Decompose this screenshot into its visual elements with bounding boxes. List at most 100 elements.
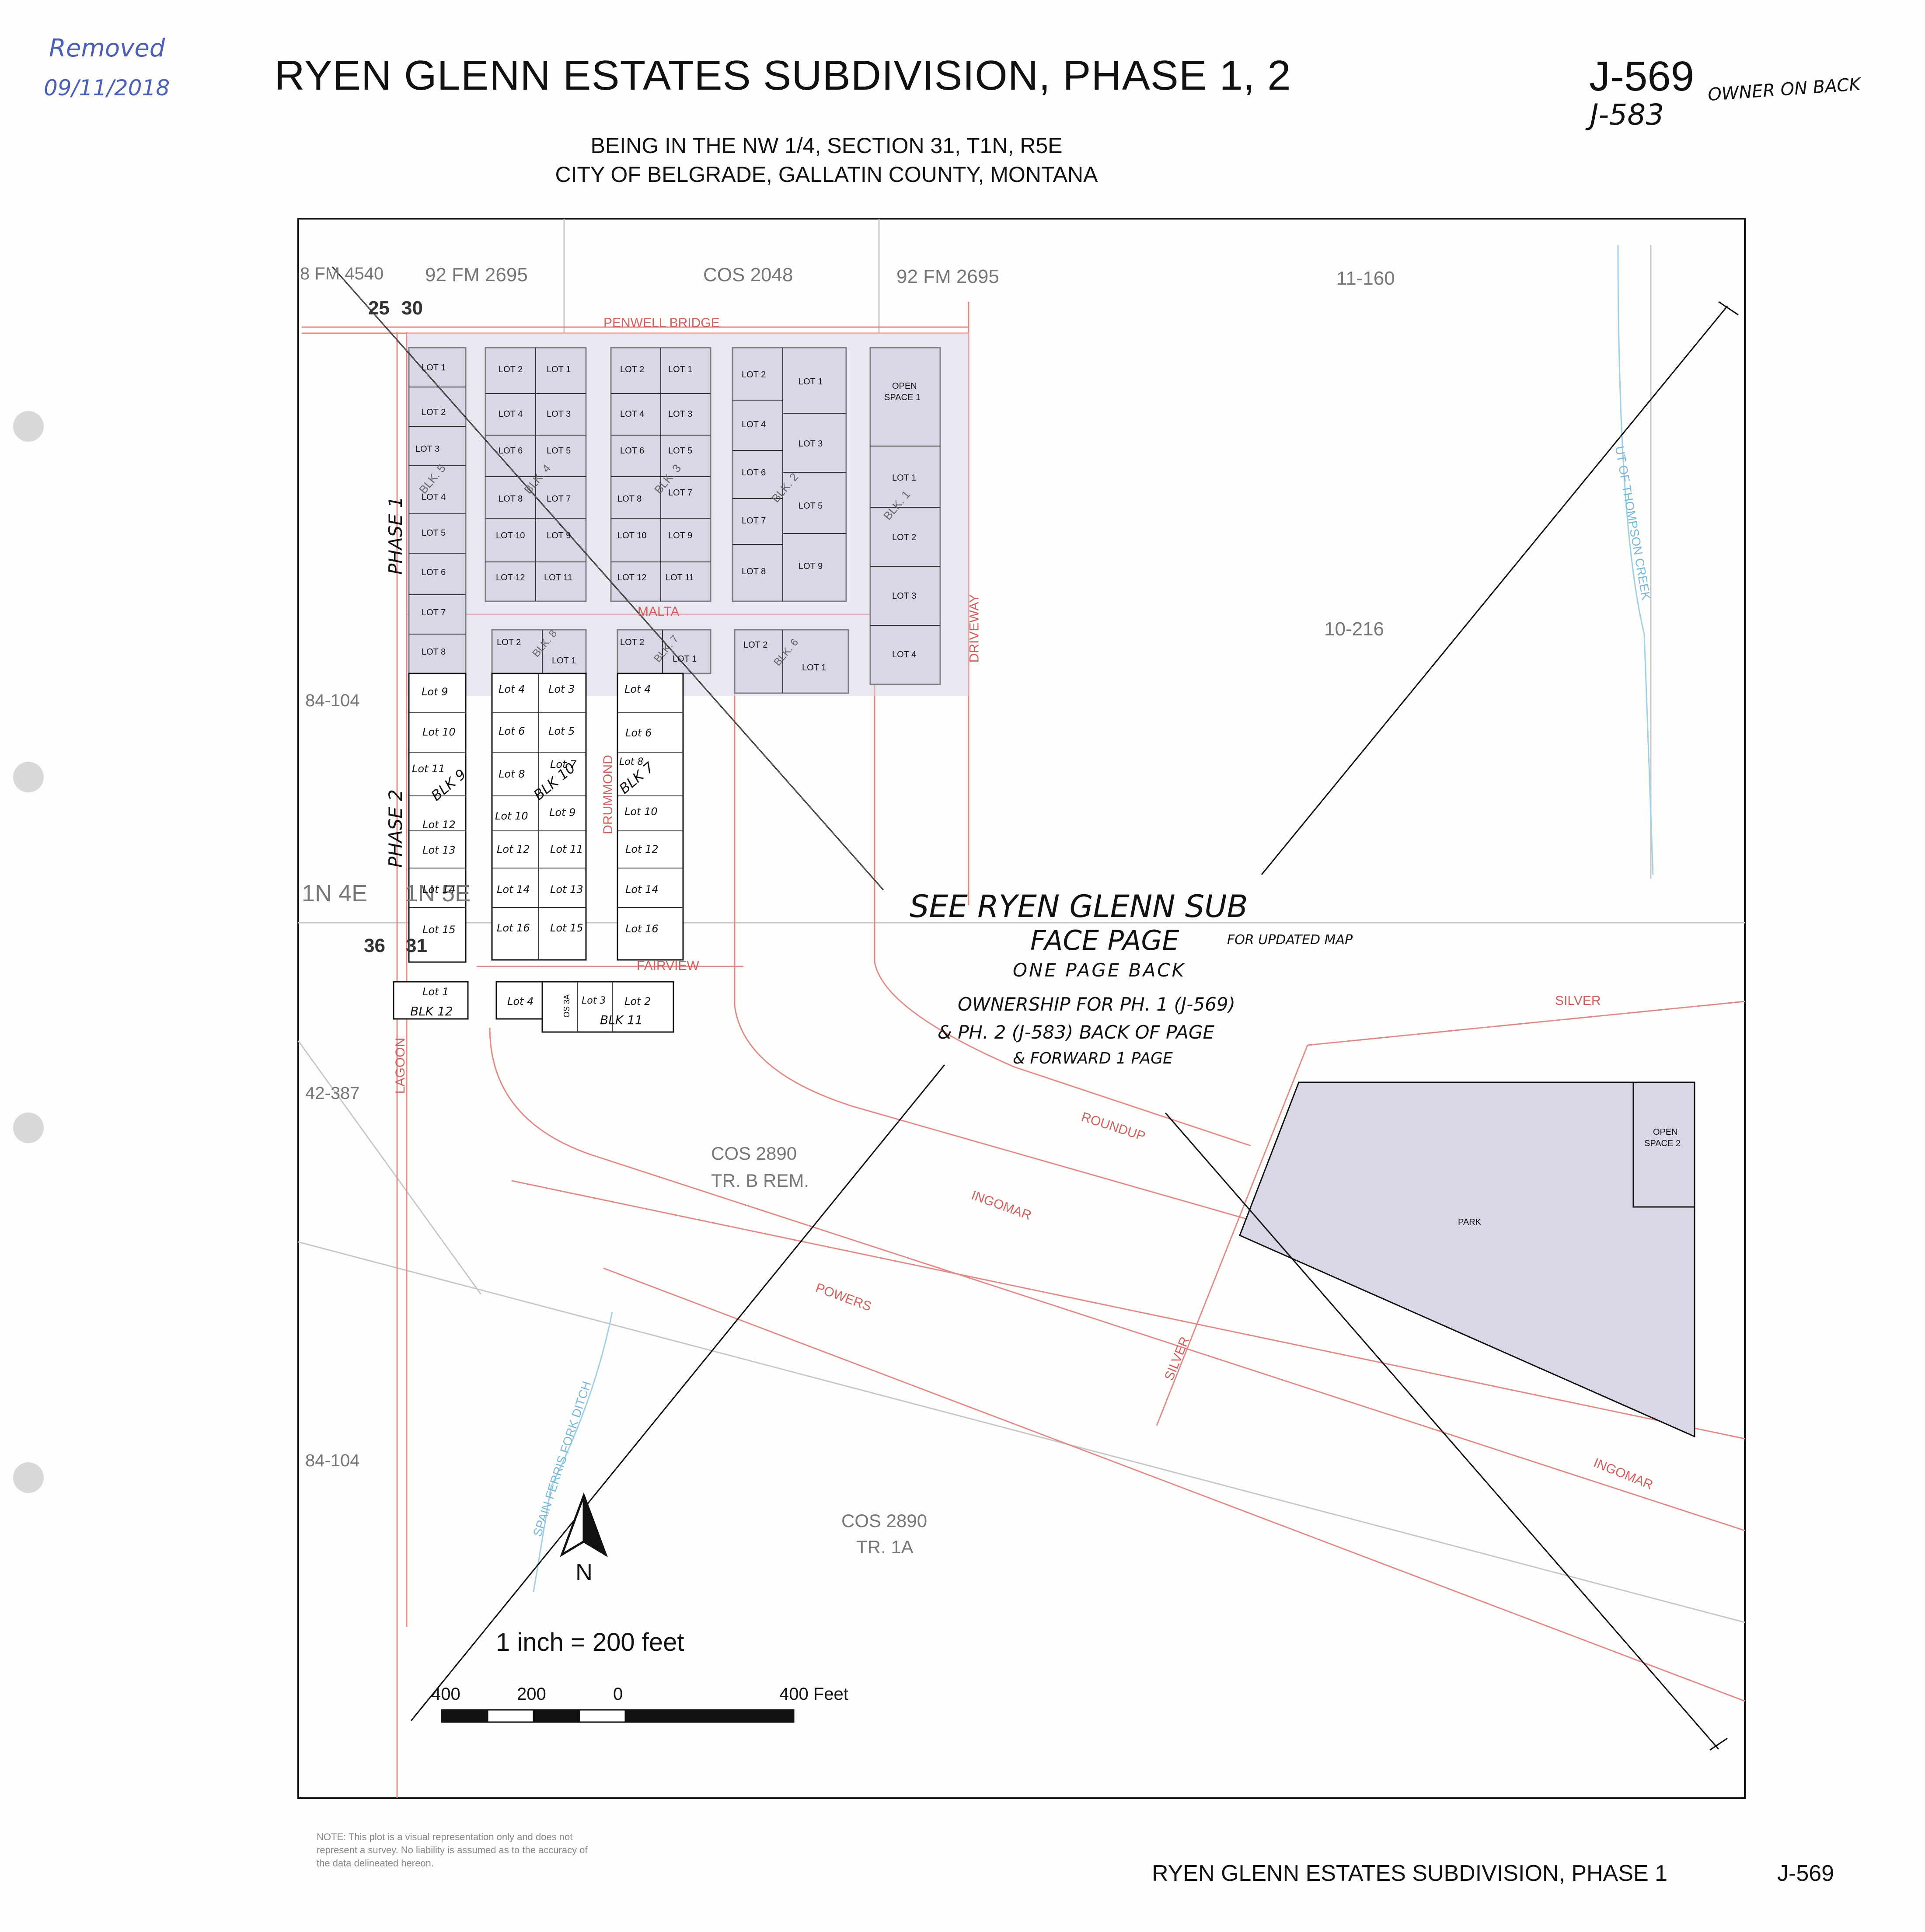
lot-label: LOT 1: [892, 473, 917, 483]
lot-label: Lot 13: [422, 844, 456, 856]
lot-label: LOT 3: [415, 444, 440, 454]
lot-label: LOT 7: [422, 608, 446, 617]
lot-label: LOT 7: [742, 516, 766, 526]
lot-label: LOT 7: [547, 494, 571, 504]
scale-bar: [441, 1709, 795, 1723]
lot-label: LOT 1: [668, 365, 693, 374]
lot-label: LOT 7: [668, 488, 693, 498]
lot-label: LOT 12: [496, 573, 525, 582]
lot-label: LOT 5: [422, 528, 446, 538]
removed-note: Removed: [49, 34, 165, 63]
phase1-lot-lines: [409, 348, 940, 693]
lot-label: LOT 6: [620, 446, 645, 456]
street-label: PENWELL BRIDGE: [603, 316, 720, 330]
lot-label: LOT 3: [799, 439, 823, 449]
north-arrow-icon: [560, 1492, 608, 1557]
lot-label: Lot 9: [422, 686, 448, 698]
lot-label: Lot 14: [625, 883, 659, 896]
lot-label: LOT 2: [499, 365, 523, 374]
area-label: SPACE 2: [1644, 1139, 1681, 1148]
lot-label: Lot 11: [550, 843, 583, 855]
removed-date: 09/11/2018: [44, 75, 170, 101]
lot-label: LOT 3: [547, 409, 571, 419]
punch-hole: [13, 411, 44, 442]
open-space-2: [1632, 1081, 1695, 1208]
lot-label: Lot 4: [499, 683, 525, 695]
lot-label: Lot 15: [550, 922, 583, 934]
lot-label: LOT 11: [666, 573, 694, 582]
lot-label: LOT 8: [499, 494, 523, 504]
parcel-label: COS 2048: [703, 264, 793, 286]
parcel-label: 8 FM 4540: [300, 264, 384, 283]
lot-label: LOT 8: [742, 567, 766, 576]
lot-label: Lot 4: [624, 683, 651, 695]
scale-tick-label: 400: [431, 1684, 460, 1704]
punch-hole: [13, 1462, 44, 1493]
strike-thin: [332, 266, 884, 890]
footer-title: RYEN GLENN ESTATES SUBDIVISION, PHASE 1: [1152, 1861, 1667, 1886]
lot-label: LOT 2: [743, 640, 768, 650]
street-label: SILVER: [1555, 994, 1601, 1008]
phase2-lot-lines: [409, 673, 683, 1032]
lot-label: LOT 2: [742, 370, 766, 380]
punch-hole: [13, 762, 44, 792]
lot-label: LOT 2: [422, 408, 446, 417]
lot-label: Lot 14: [422, 883, 456, 896]
lot-label: LOT 1: [802, 663, 826, 673]
lot-label: LOT 9: [799, 561, 823, 571]
lot-label: LOT 8: [617, 494, 642, 504]
reference-note-4: ONE PAGE BACK: [1013, 959, 1186, 981]
lot-label: LOT 1: [422, 363, 446, 373]
lot-label: LOT 4: [892, 650, 917, 659]
disclaimer-note: NOTE: This plot is a visual representati…: [317, 1831, 588, 1869]
lot-label: LOT 10: [617, 531, 647, 541]
phase-label: PHASE 2: [384, 789, 406, 868]
lot-label: LOT 6: [422, 568, 446, 577]
lot-label: LOT 1: [552, 656, 576, 666]
location-line-2: CITY OF BELGRADE, GALLATIN COUNTY, MONTA…: [555, 162, 1098, 187]
lot-label: Lot 12: [625, 843, 659, 855]
parcel-label: 84-104: [305, 691, 360, 710]
street-label: MALTA: [638, 604, 680, 619]
lot-label: LOT 9: [547, 531, 571, 541]
scale-tick-label: 0: [613, 1684, 623, 1704]
township-label: 1N 5E: [405, 880, 471, 907]
lot-label: LOT 11: [544, 573, 572, 582]
lot-label: LOT 1: [673, 654, 697, 664]
phase2-blocks: [393, 673, 684, 1033]
lot-label: Lot 1: [422, 986, 449, 998]
park-parcel: [1239, 1081, 1695, 1438]
map-frame: [297, 218, 1746, 1799]
area-label: OPEN: [1653, 1127, 1678, 1137]
lot-label: LOT 4: [422, 492, 446, 502]
parcel-label: 92 FM 2695: [896, 266, 999, 287]
sheet-number-2: J-583: [1590, 98, 1664, 132]
street-label: FAIRVIEW: [637, 959, 699, 973]
lot-label: Lot 7: [550, 758, 577, 771]
section-number: 31: [406, 935, 427, 956]
parcel-label: 11-160: [1336, 268, 1395, 289]
scale-label: 1 inch = 200 feet: [496, 1628, 684, 1656]
reference-note-5: OWNERSHIP FOR PH. 1 (J-569): [958, 994, 1235, 1015]
north-label: N: [575, 1559, 593, 1585]
lot-label: Lot 12: [497, 843, 530, 855]
sheet-number: J-569: [1589, 53, 1695, 100]
reference-note-2: FACE PAGE: [1030, 924, 1179, 956]
reference-note-7: & FORWARD 1 PAGE: [1013, 1050, 1173, 1067]
lot-label: LOT 6: [742, 468, 766, 478]
street-label: DRUMMOND: [600, 755, 615, 834]
block-label: BLK 12: [410, 1004, 453, 1018]
reference-note-1: SEE RYEN GLENN SUB: [910, 889, 1248, 924]
street-label: DRIVEWAY: [967, 594, 982, 663]
punch-hole: [13, 1112, 44, 1143]
lot-label: LOT 5: [547, 446, 571, 456]
lot-label: Lot 12: [422, 819, 456, 831]
lot-label: LOT 12: [617, 573, 647, 582]
lot-label: LOT 2: [497, 638, 521, 647]
parcel-label: TR. 1A: [856, 1537, 914, 1557]
street-label: LAGOON: [393, 1037, 408, 1094]
reference-note-3: FOR UPDATED MAP: [1227, 932, 1353, 948]
lot-label: Lot 3: [582, 995, 606, 1006]
parcel-label: 92 FM 2695: [425, 264, 528, 286]
